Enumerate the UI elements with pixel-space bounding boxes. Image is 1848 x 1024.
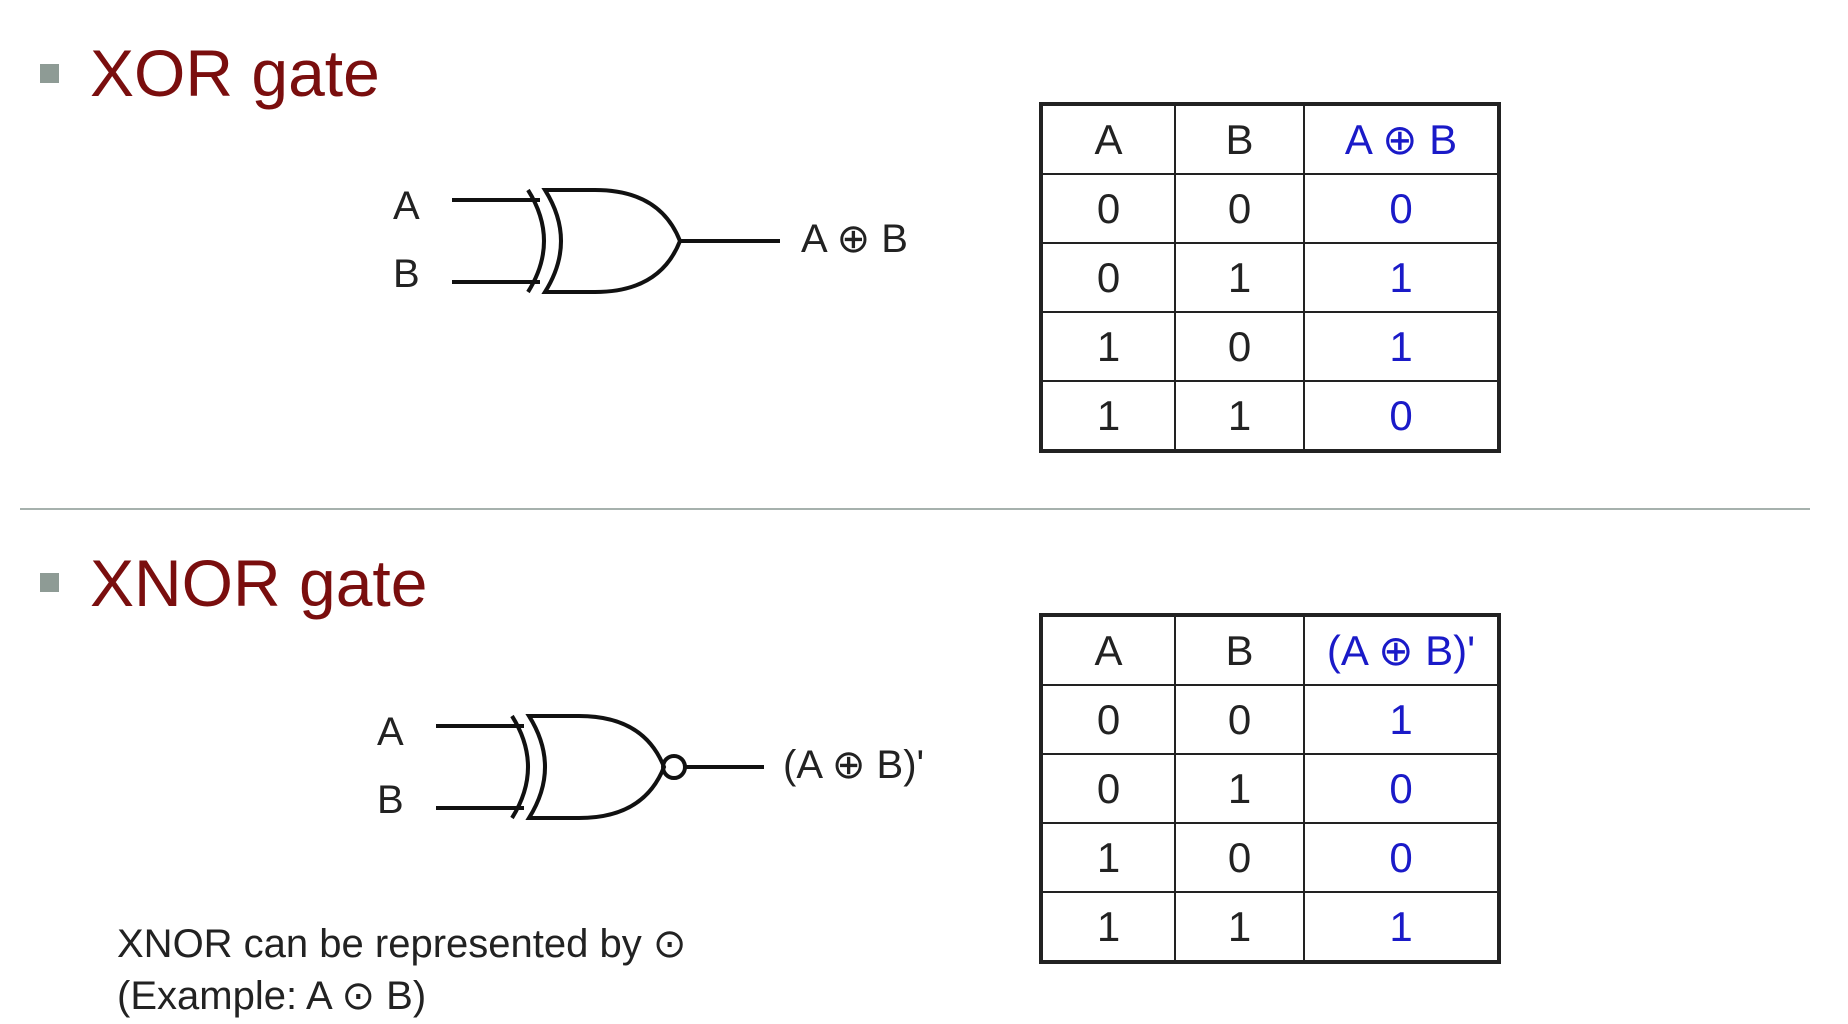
xor-input-b-label: B [393,252,420,296]
table-row: 0 1 1 [1040,242,1500,313]
header-b: B [1174,103,1305,175]
cell-output: 0 [1303,753,1500,824]
cell-output: 1 [1303,891,1500,963]
xnor-gate-back-curve [510,714,530,820]
xor-heading: XOR gate [90,36,380,110]
table-row: 1 1 1 [1040,891,1500,963]
cell-a: 0 [1040,684,1176,755]
cell-output: 0 [1303,822,1500,893]
xor-truth-table: A B A ⊕ B 0 0 0 0 1 1 1 0 1 1 1 0 [1039,102,1501,453]
xnor-gate-body [525,714,667,820]
xnor-input-b-label: B [377,778,404,822]
cell-a: 1 [1040,380,1176,452]
table-row: 0 1 0 [1040,753,1500,824]
cell-b: 1 [1174,753,1305,824]
xnor-heading: XNOR gate [90,546,428,620]
table-header-row: A B (A ⊕ B)' [1040,614,1500,686]
header-output: (A ⊕ B)' [1303,614,1500,686]
xnor-bullet [40,573,59,592]
xnor-input-a-label: A [377,710,404,754]
xor-gate-body [541,188,683,294]
section-divider [20,508,1810,510]
header-a: A [1040,103,1176,175]
cell-b: 1 [1174,242,1305,313]
header-output: A ⊕ B [1303,103,1500,175]
xnor-note-line-2: (Example: A ⊙ B) [117,974,427,1018]
xnor-output-label: (A ⊕ B)' [783,743,925,787]
xnor-gate-symbol [436,714,764,820]
table-row: 1 0 1 [1040,311,1500,382]
cell-b: 1 [1174,380,1305,452]
header-b: B [1174,614,1305,686]
xor-gate-symbol [452,188,780,294]
table-row: 0 0 0 [1040,173,1500,244]
table-row: 1 0 0 [1040,822,1500,893]
cell-output: 1 [1303,311,1500,382]
table-row: 1 1 0 [1040,380,1500,452]
header-a: A [1040,614,1176,686]
xor-input-a-label: A [393,184,420,228]
cell-output: 0 [1303,380,1500,452]
cell-a: 0 [1040,242,1176,313]
cell-b: 1 [1174,891,1305,963]
xnor-note-line-1: XNOR can be represented by ⊙ [117,922,687,966]
cell-a: 0 [1040,753,1176,824]
xnor-truth-table: A B (A ⊕ B)' 0 0 1 0 1 0 1 0 0 1 1 1 [1039,613,1501,964]
cell-output: 1 [1303,242,1500,313]
cell-b: 0 [1174,684,1305,755]
cell-a: 0 [1040,173,1176,244]
xor-output-label: A ⊕ B [801,217,908,261]
xnor-inversion-bubble [661,754,687,780]
cell-b: 0 [1174,311,1305,382]
table-row: 0 0 1 [1040,684,1500,755]
xor-bullet [40,64,59,83]
cell-output: 0 [1303,173,1500,244]
table-header-row: A B A ⊕ B [1040,103,1500,175]
xnor-notation-note: XNOR can be represented by ⊙ (Example: A… [117,918,686,1022]
cell-a: 1 [1040,891,1176,963]
cell-a: 1 [1040,311,1176,382]
cell-a: 1 [1040,822,1176,893]
xor-gate-back-curve [526,188,546,294]
cell-output: 1 [1303,684,1500,755]
cell-b: 0 [1174,173,1305,244]
cell-b: 0 [1174,822,1305,893]
